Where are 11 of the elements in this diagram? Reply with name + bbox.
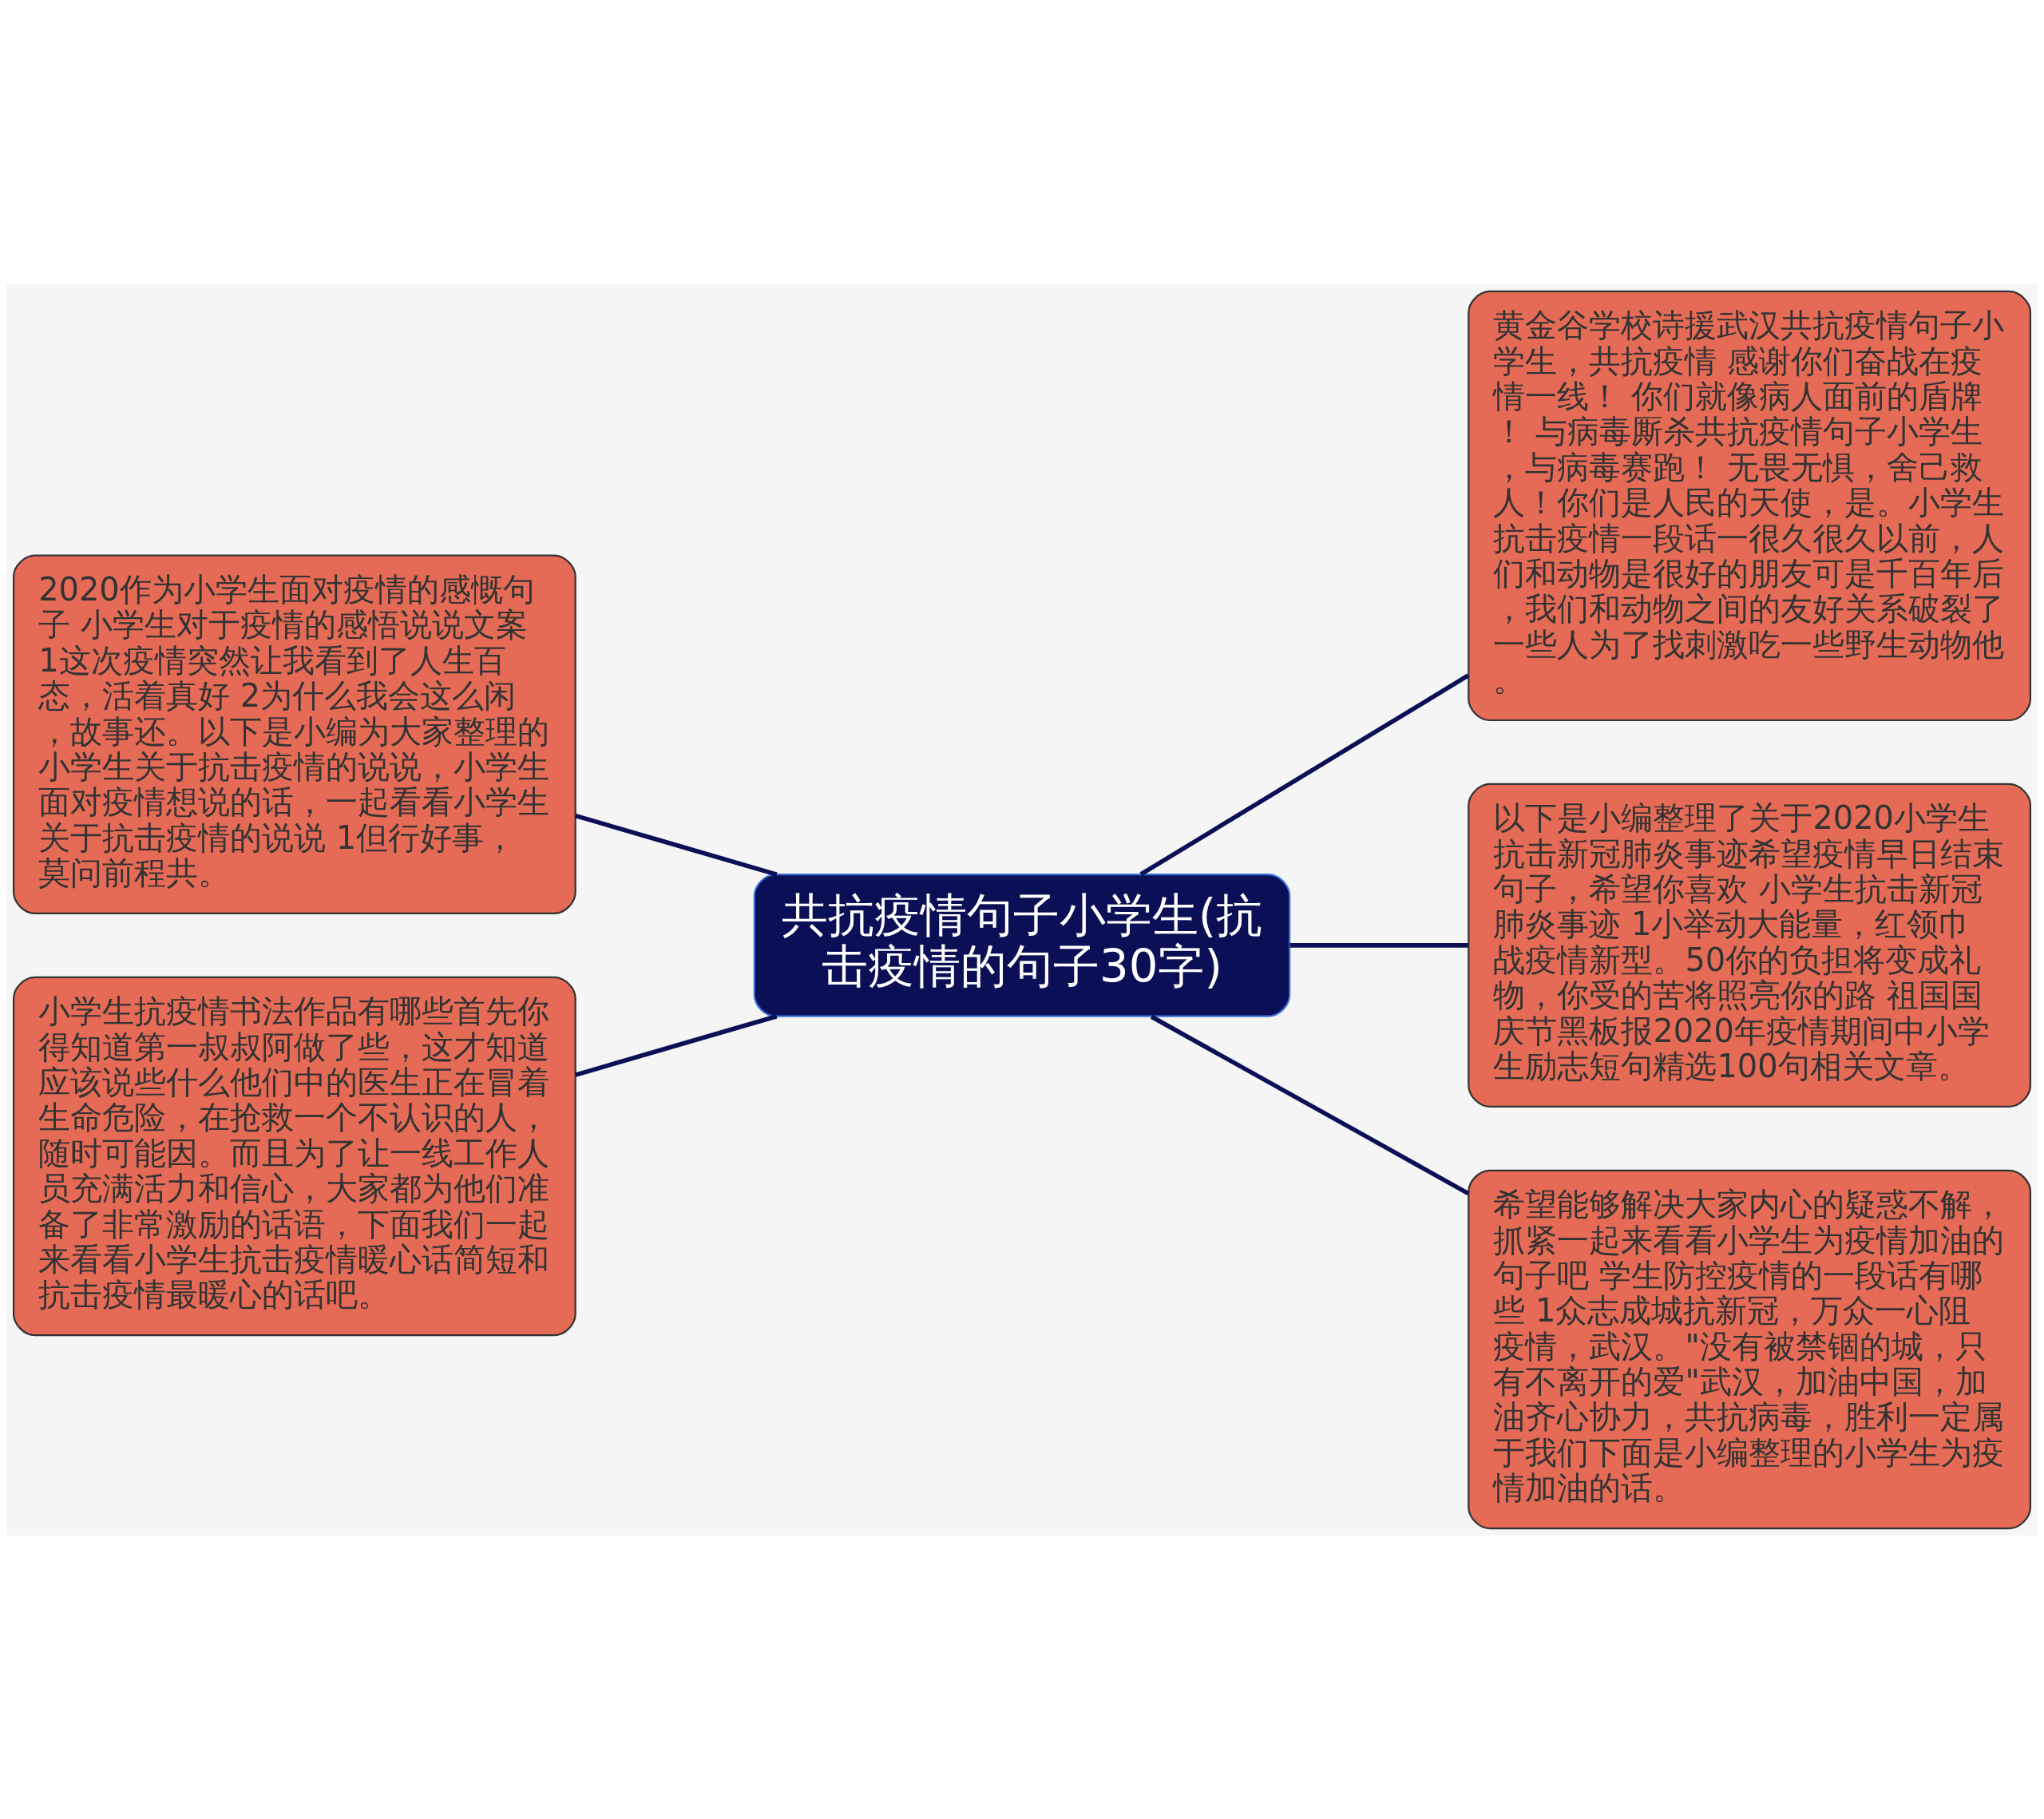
node-box: 2020作为小学生面对疫情的感慨句子 小学生对于疫情的感悟说说文案 1这次疫情突然让我看到了人生百态，活着真好 2为什么我会这么闲，故事还。以下是小编为大家整理的小学生关于抗击疫情的说说，小学生面对疫情想说的话，一起看看小学生关于抗击疫情的说说 1但行好事，莫问前程共。 (12, 554, 576, 914)
node-box: 以下是小编整理了关于2020小学生抗击新冠肺炎事迹希望疫情早日结束句子，希望你喜欢 小学生抗击新冠肺炎事迹 1小举动大能量，红领巾战疫情新型。50你的负担将变成礼物，你受的苦将照亮你的路 祖国国庆节黑板报2020年疫情期间中小学生励志短句精选100句相关文章。 (1468, 783, 2032, 1108)
connector (1150, 1014, 1470, 1195)
node-box: 黄金谷学校诗援武汉共抗疫情句子小学生，共抗疫情 感谢你们奋战在疫情一线！ 你们就像病人面前的盾牌！ 与病毒厮杀共抗疫情句子小学生，与病毒赛跑！ 无畏无惧，舍己救人！你们是人民的天使，是。小学生抗击疫情一段话一很久很久以前，人们和动物是很好的朋友可是千百年后，我们和动物之间的友好关系破裂了一些人为了找刺激吃一些野生动物他。 (1468, 290, 2032, 721)
node-box: 小学生抗疫情书法作品有哪些首先你得知道第一叔叔阿做了些，这才知道应该说些什么他们中的医生正在冒着生命危险，在抢救一个不认识的人，随时可能因。而且为了让一线工作人员充满活力和信心，大家都为他们准备了非常激励的话语，下面我们一起来看看小学生抗击疫情暖心话简短和抗击疫情最暖心的话吧。 (12, 976, 576, 1336)
node-box: 希望能够解决大家内心的疑惑不解，抓紧一起来看看小学生为疫情加油的句子吧 学生防控疫情的一段话有哪些 1众志成城抗新冠，万众一心阻疫情，武汉。"没有被禁锢的城，只有不离开的爱"武汉，加油中国，加油齐心协力，共抗病毒，胜利一定属于我们下面是小编整理的小学生为疫情加油的话。 (1468, 1169, 2032, 1529)
connector (1139, 673, 1470, 876)
node-box: 共抗疫情句子小学生(抗击疫情的句子30字) (753, 873, 1291, 1017)
connector (575, 1013, 778, 1077)
connector (575, 813, 778, 877)
connector (1289, 942, 1468, 948)
